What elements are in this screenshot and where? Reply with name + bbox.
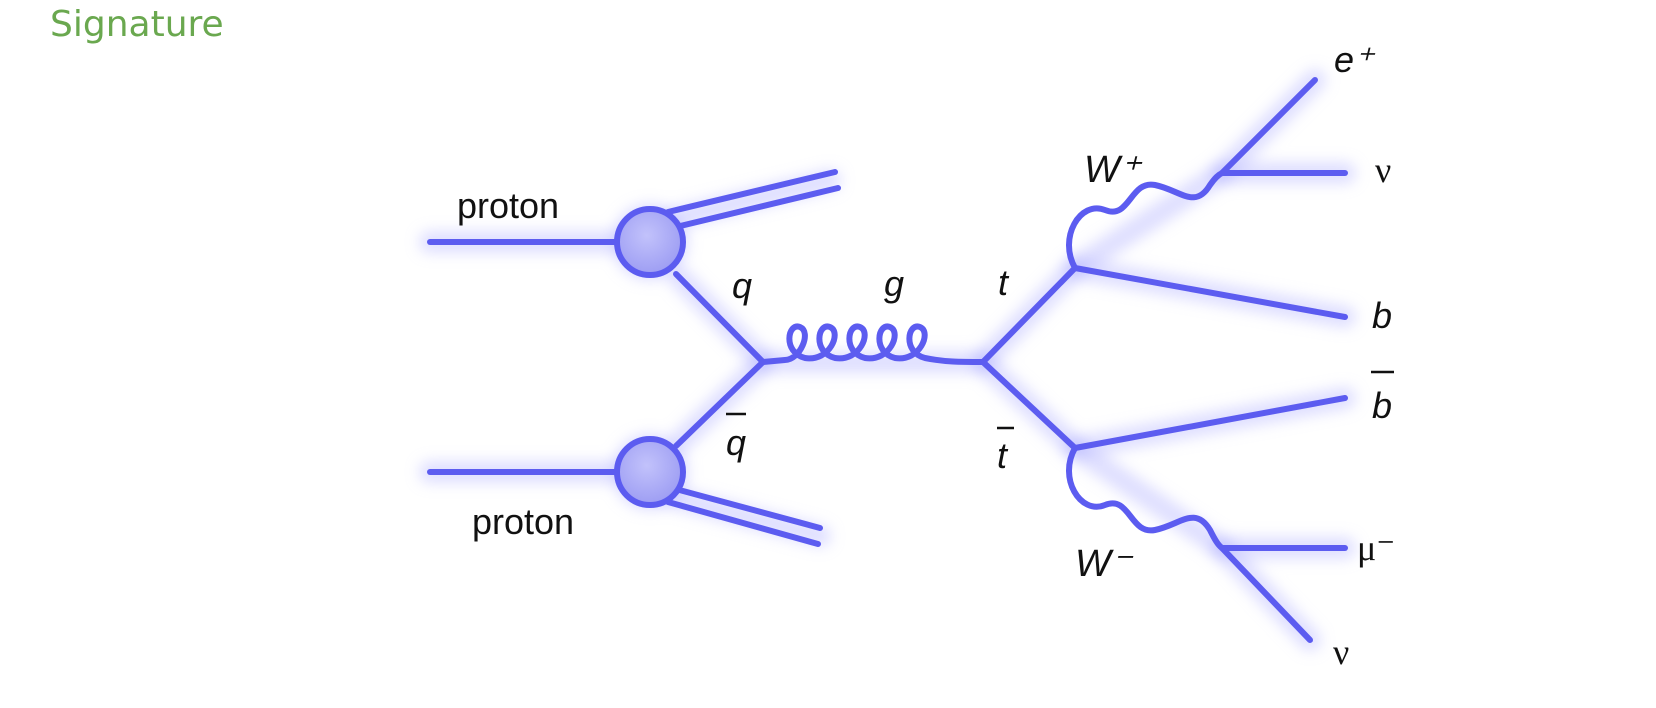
antiquark-label: q: [726, 422, 746, 463]
quark-line: [673, 271, 766, 365]
top-label: t: [998, 262, 1010, 303]
positron-label: e⁺: [1334, 39, 1376, 80]
quark-label: q: [732, 265, 752, 306]
proton-remnant-top: [665, 169, 841, 231]
w-minus-label: W⁻: [1075, 543, 1134, 585]
w-minus-line: [1066, 445, 1225, 551]
glow-layer: [419, 69, 1356, 651]
b-quark-line: [1072, 265, 1348, 320]
b-quark-label: b: [1372, 295, 1392, 336]
w-plus-label: W⁺: [1084, 149, 1143, 191]
b-bar-label: b: [1372, 385, 1392, 426]
top-quark-line: [980, 265, 1078, 365]
antitop-label: t: [997, 435, 1009, 476]
proton-remnant-bottom: [665, 485, 823, 547]
w-plus-line: [1066, 170, 1225, 271]
b-bar-quark-line: [1072, 395, 1348, 451]
proton-blob-top: [614, 206, 686, 278]
proton-label-bottom: proton: [472, 501, 574, 542]
positron-line: [1219, 77, 1318, 176]
proton-blob-bottom: [614, 436, 686, 508]
neutrino-lower-line: [1219, 545, 1313, 643]
proton-label-top: proton: [457, 185, 559, 226]
gluon-line: [760, 323, 986, 365]
gluon-label: g: [884, 263, 904, 304]
neutrino-lower-label: ν: [1333, 632, 1349, 672]
antiquark-line: [673, 359, 766, 449]
page-title: Signature: [50, 4, 224, 45]
neutrino-upper-label: ν: [1375, 150, 1391, 190]
muon-label: μ⁻: [1357, 528, 1395, 568]
antitop-quark-line: [980, 359, 1078, 451]
